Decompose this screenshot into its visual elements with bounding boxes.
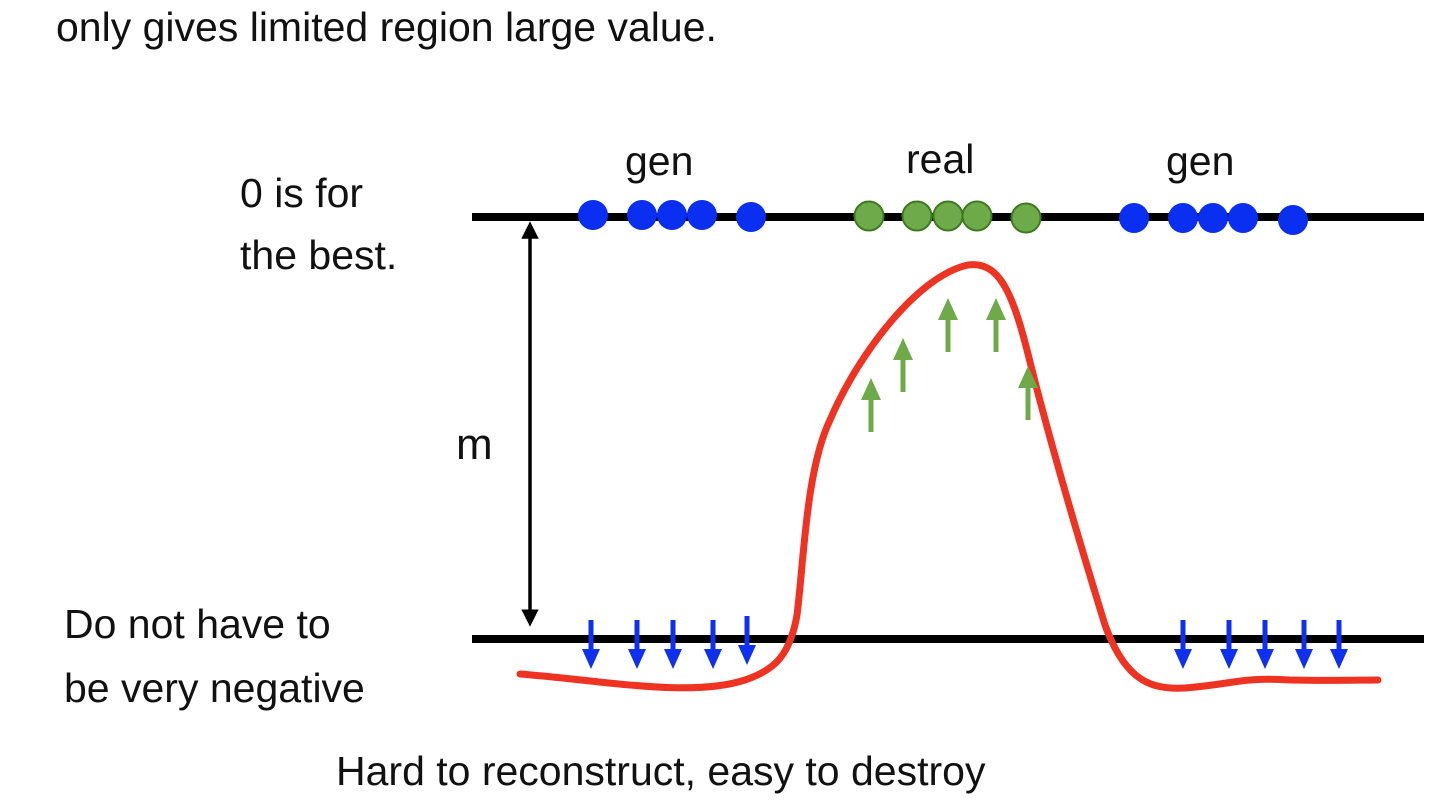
down-arrow-icon xyxy=(1220,620,1238,669)
best-note-line: the best. xyxy=(240,232,398,278)
energy-curve xyxy=(516,261,1382,692)
up-arrow-icon xyxy=(861,378,881,432)
down-arrow-icon xyxy=(1330,620,1348,669)
best-note: 0 is for the best. xyxy=(240,162,397,286)
gen-sample-dot xyxy=(1119,203,1149,233)
negative-note: Do not have to be very negative xyxy=(64,592,365,720)
real-sample-dot xyxy=(901,200,933,232)
up-arrow-icon xyxy=(938,298,958,352)
best-note-line: 0 is for xyxy=(240,170,364,216)
header-text: only gives limited region large value. xyxy=(56,4,717,50)
real-samples xyxy=(853,200,1042,234)
gen-sample-dot xyxy=(1168,203,1198,233)
gen-sample-dot xyxy=(736,202,766,232)
gen-right-label: gen xyxy=(1166,138,1235,184)
gen-sample-dot xyxy=(1198,203,1228,233)
up-arrows xyxy=(861,298,1038,432)
gen-sample-dot xyxy=(657,200,687,230)
gen-samples-right xyxy=(1119,203,1308,235)
negative-note-line: Do not have to xyxy=(64,601,331,647)
down-arrow-icon xyxy=(704,620,722,669)
gen-sample-dot xyxy=(627,200,657,230)
down-arrow-icon xyxy=(1295,620,1313,669)
down-arrow-icon xyxy=(628,620,646,669)
real-label: real xyxy=(906,136,975,182)
up-arrow-icon xyxy=(986,298,1006,352)
down-arrow-icon xyxy=(738,616,756,665)
margin-label: m xyxy=(456,420,493,469)
down-arrows-left xyxy=(582,616,756,669)
down-arrow-icon xyxy=(664,620,682,669)
gen-sample-dot xyxy=(1278,205,1308,235)
up-arrow-icon xyxy=(893,338,913,392)
real-sample-dot xyxy=(853,200,885,232)
negative-note-line: be very negative xyxy=(64,665,365,711)
gen-samples-left xyxy=(578,200,766,232)
gen-left-label: gen xyxy=(625,138,694,184)
gen-sample-dot xyxy=(687,200,717,230)
real-sample-dot xyxy=(961,200,993,232)
caption: Hard to reconstruct, easy to destroy xyxy=(336,748,986,794)
down-arrow-icon xyxy=(582,620,600,669)
down-arrow-icon xyxy=(1256,620,1274,669)
down-arrows-right xyxy=(1174,620,1348,669)
real-sample-dot xyxy=(1010,202,1042,234)
gen-sample-dot xyxy=(578,200,608,230)
down-arrow-icon xyxy=(1174,620,1192,669)
up-arrow-icon xyxy=(1018,366,1038,420)
real-sample-dot xyxy=(932,200,964,232)
gen-sample-dot xyxy=(1228,203,1258,233)
